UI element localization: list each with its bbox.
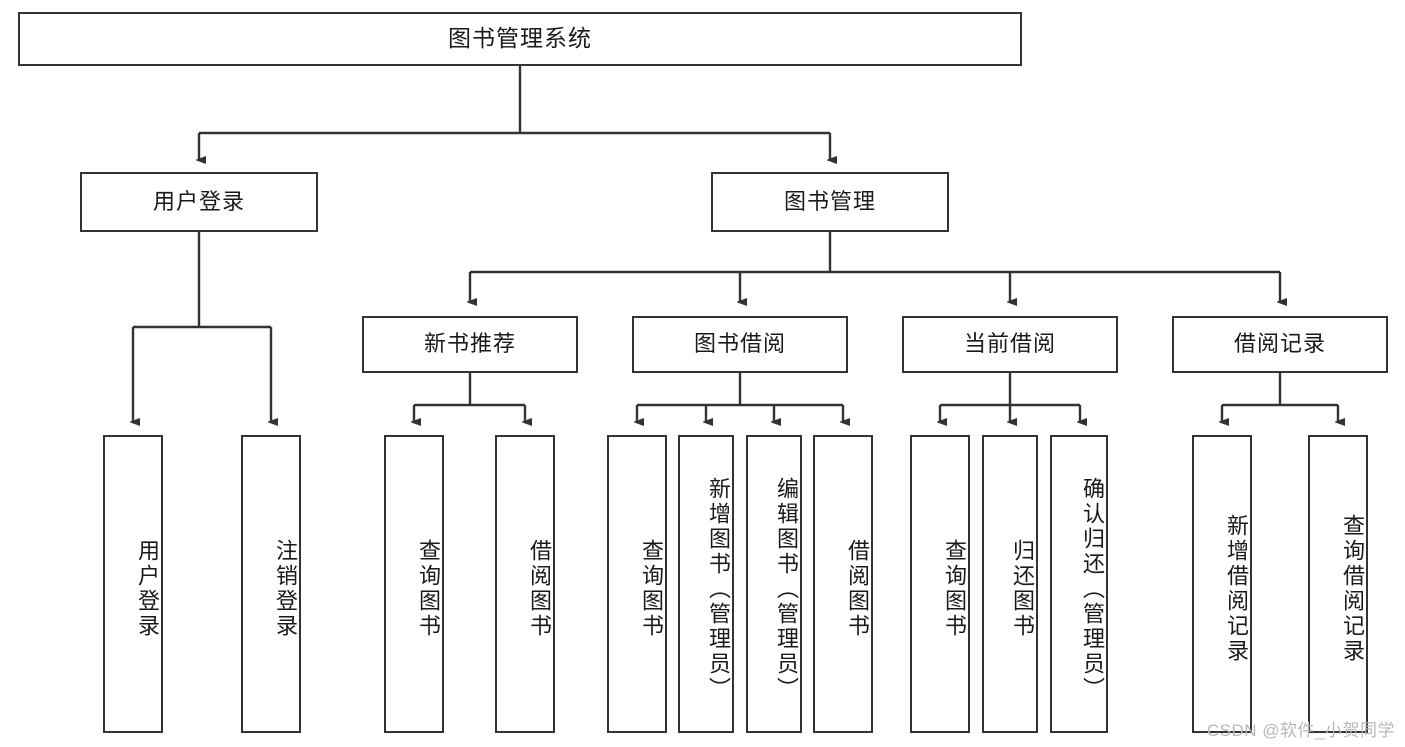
leaf-user-login-login[interactable]: 用户登录	[103, 435, 163, 733]
node-label: 借阅图书	[527, 539, 552, 639]
node-label: 查询图书	[639, 539, 664, 639]
node-label: 借阅记录	[1233, 331, 1326, 357]
leaf-current-borrow-confirm-return-admin[interactable]: 确认归还（管理员）	[1050, 435, 1108, 733]
node-label: 新增图书（管理员）	[706, 476, 731, 702]
leaf-borrow-record-add-record[interactable]: 新增借阅记录	[1192, 435, 1252, 733]
leaf-book-borrow-add-book-admin[interactable]: 新增图书（管理员）	[678, 435, 734, 733]
node-label: 确认归还（管理员）	[1080, 476, 1105, 702]
node-label: 编辑图书（管理员）	[774, 476, 799, 702]
node-label: 用户登录	[135, 539, 160, 639]
node-label: 注销登录	[273, 539, 298, 639]
node-new-book-recommend[interactable]: 新书推荐	[362, 316, 578, 373]
node-label: 当前借阅	[963, 331, 1056, 357]
node-user-login[interactable]: 用户登录	[80, 172, 318, 232]
node-label: 归还图书	[1010, 539, 1035, 639]
node-label: 查询图书	[416, 539, 441, 639]
node-label: 查询借阅记录	[1340, 514, 1365, 664]
leaf-current-borrow-return-book[interactable]: 归还图书	[982, 435, 1038, 733]
leaf-new-book-query-book[interactable]: 查询图书	[384, 435, 444, 733]
node-book-borrow[interactable]: 图书借阅	[632, 316, 848, 373]
node-current-borrow[interactable]: 当前借阅	[902, 316, 1118, 373]
node-book-management[interactable]: 图书管理	[711, 172, 949, 232]
csdn-watermark: CSDN @软件_小贺同学	[1206, 721, 1395, 740]
leaf-book-borrow-borrow-book[interactable]: 借阅图书	[813, 435, 873, 733]
node-label: 新增借阅记录	[1224, 514, 1249, 664]
node-label: 图书管理	[783, 188, 876, 214]
node-label: 借阅图书	[845, 539, 870, 639]
node-label: 用户登录	[152, 188, 245, 214]
node-label: 新书推荐	[423, 331, 516, 357]
leaf-book-borrow-edit-book-admin[interactable]: 编辑图书（管理员）	[746, 435, 802, 733]
node-root-book-management-system[interactable]: 图书管理系统	[18, 12, 1022, 66]
node-label: 查询图书	[942, 539, 967, 639]
leaf-book-borrow-query-book[interactable]: 查询图书	[607, 435, 667, 733]
leaf-new-book-borrow-book[interactable]: 借阅图书	[495, 435, 555, 733]
leaf-current-borrow-query-book[interactable]: 查询图书	[910, 435, 970, 733]
leaf-user-login-logout[interactable]: 注销登录	[241, 435, 301, 733]
node-label: 图书管理系统	[448, 25, 592, 52]
node-borrow-record[interactable]: 借阅记录	[1172, 316, 1388, 373]
leaf-borrow-record-query-record[interactable]: 查询借阅记录	[1308, 435, 1368, 733]
node-label: 图书借阅	[693, 331, 786, 357]
